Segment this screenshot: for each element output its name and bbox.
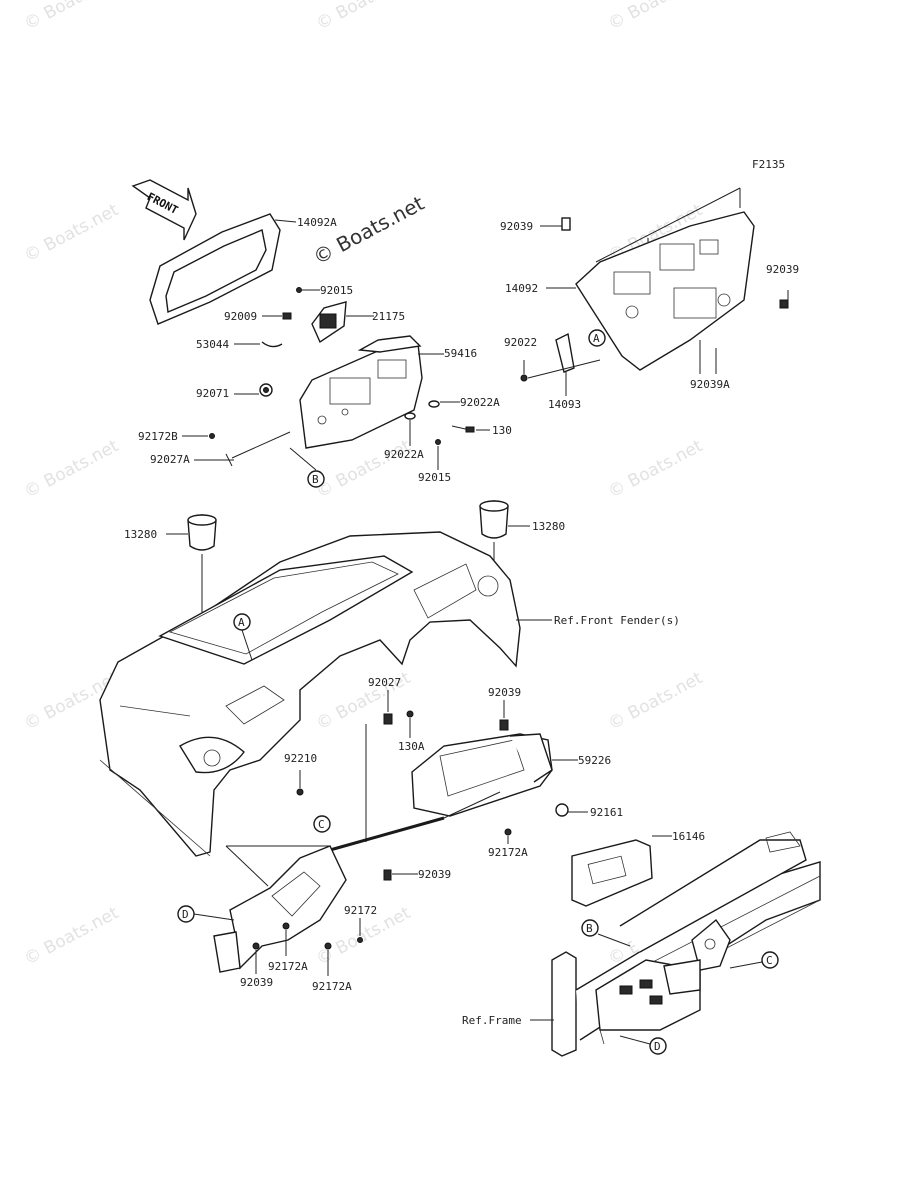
label-92015: 92015	[320, 284, 353, 297]
label-92172B: 92172B	[138, 430, 178, 443]
svg-text:A: A	[238, 616, 245, 629]
callout-C	[313, 815, 331, 833]
part-92039-2	[779, 299, 789, 309]
label-53044: 53044	[196, 338, 229, 351]
label-92039A: 92039A	[690, 378, 730, 391]
label-92039-4: 92039	[418, 868, 451, 881]
part-92039-4	[383, 869, 392, 881]
callout-A	[588, 329, 606, 347]
part-53044	[261, 341, 283, 348]
label-13280: 13280	[124, 528, 157, 541]
part-21175	[311, 301, 347, 344]
svg-text:B: B	[312, 473, 319, 486]
watermark: © Boats.net	[21, 200, 122, 267]
part-lower-bracket	[213, 845, 347, 973]
watermark: © Boats.net	[605, 0, 706, 34]
part-59416	[299, 335, 423, 449]
watermark: © Boats.net	[605, 436, 706, 503]
figure-code: F2135	[752, 158, 785, 171]
part-130A	[406, 710, 414, 718]
watermark-main: © Boats.net	[309, 191, 428, 270]
label-59416: 59416	[444, 347, 477, 360]
watermark: © Boats.net	[313, 0, 414, 34]
watermark: © Boats.net	[21, 903, 122, 970]
front-arrow-icon: FRONT	[131, 179, 197, 241]
label-92161: 92161	[590, 806, 623, 819]
label-92027: 92027	[368, 676, 401, 689]
label-92210: 92210	[284, 752, 317, 765]
part-92172	[357, 937, 363, 943]
label-92172: 92172	[344, 904, 377, 917]
part-14093	[555, 332, 575, 373]
label-92039-2: 92039	[766, 263, 799, 276]
part-92210	[296, 788, 304, 796]
watermarks: © Boats.net © Boats.net © Boats.net © Bo…	[21, 0, 706, 969]
label-14093: 14093	[548, 398, 581, 411]
label-13280-2: 13280	[532, 520, 565, 533]
callout-B-2	[581, 919, 599, 937]
svg-text:A: A	[593, 332, 600, 345]
label-130A: 130A	[398, 740, 425, 753]
part-14092A	[149, 213, 281, 325]
part-92015	[296, 287, 302, 293]
label-92027A: 92027A	[150, 453, 190, 466]
part-92039	[561, 217, 571, 231]
leader	[274, 219, 297, 223]
label-92172A-3: 92172A	[312, 980, 352, 993]
part-92022A	[428, 400, 440, 408]
label-92039-5: 92039	[240, 976, 273, 989]
part-dashboard	[99, 531, 521, 857]
callout-B	[307, 470, 325, 488]
svg-text:C: C	[318, 818, 325, 831]
label-92022: 92022	[504, 336, 537, 349]
label-14092: 14092	[505, 282, 538, 295]
part-92039-3	[499, 719, 509, 731]
part-14092	[575, 211, 755, 371]
part-92027	[383, 713, 393, 725]
label-130: 130	[492, 424, 512, 437]
part-16146	[571, 839, 653, 907]
svg-text:D: D	[654, 1040, 661, 1053]
label-92172A-2: 92172A	[268, 960, 308, 973]
label-92015-2: 92015	[418, 471, 451, 484]
svg-text:D: D	[182, 908, 189, 921]
part-92161	[555, 803, 569, 817]
part-92009	[282, 312, 292, 320]
label-92022A: 92022A	[460, 396, 500, 409]
callout-D-2	[649, 1037, 667, 1055]
part-92172B	[209, 433, 215, 439]
label-ref-front-fender: Ref.Front Fender(s)	[554, 614, 680, 627]
label-16146: 16146	[672, 830, 705, 843]
label-ref-frame: Ref.Frame	[462, 1014, 522, 1027]
label-92022A-2: 92022A	[384, 448, 424, 461]
watermark: © Boats.net	[21, 436, 122, 503]
callout-C-2	[761, 951, 779, 969]
label-92009: 92009	[224, 310, 257, 323]
label-92172A: 92172A	[488, 846, 528, 859]
part-130	[465, 426, 475, 433]
label-21175: 21175	[372, 310, 405, 323]
watermark: © Boats.net	[313, 436, 414, 503]
part-59226	[411, 733, 553, 817]
watermark: © Boats.net	[21, 0, 122, 34]
svg-text:B: B	[586, 922, 593, 935]
label-14092A: 14092A	[297, 216, 337, 229]
part-frame	[551, 831, 821, 1057]
label-59226: 59226	[578, 754, 611, 767]
part-13280	[187, 500, 509, 551]
svg-text:C: C	[766, 954, 773, 967]
label-92071: 92071	[196, 387, 229, 400]
label-92039-3: 92039	[488, 686, 521, 699]
watermark: © Boats.net	[605, 668, 706, 735]
label-92039: 92039	[500, 220, 533, 233]
